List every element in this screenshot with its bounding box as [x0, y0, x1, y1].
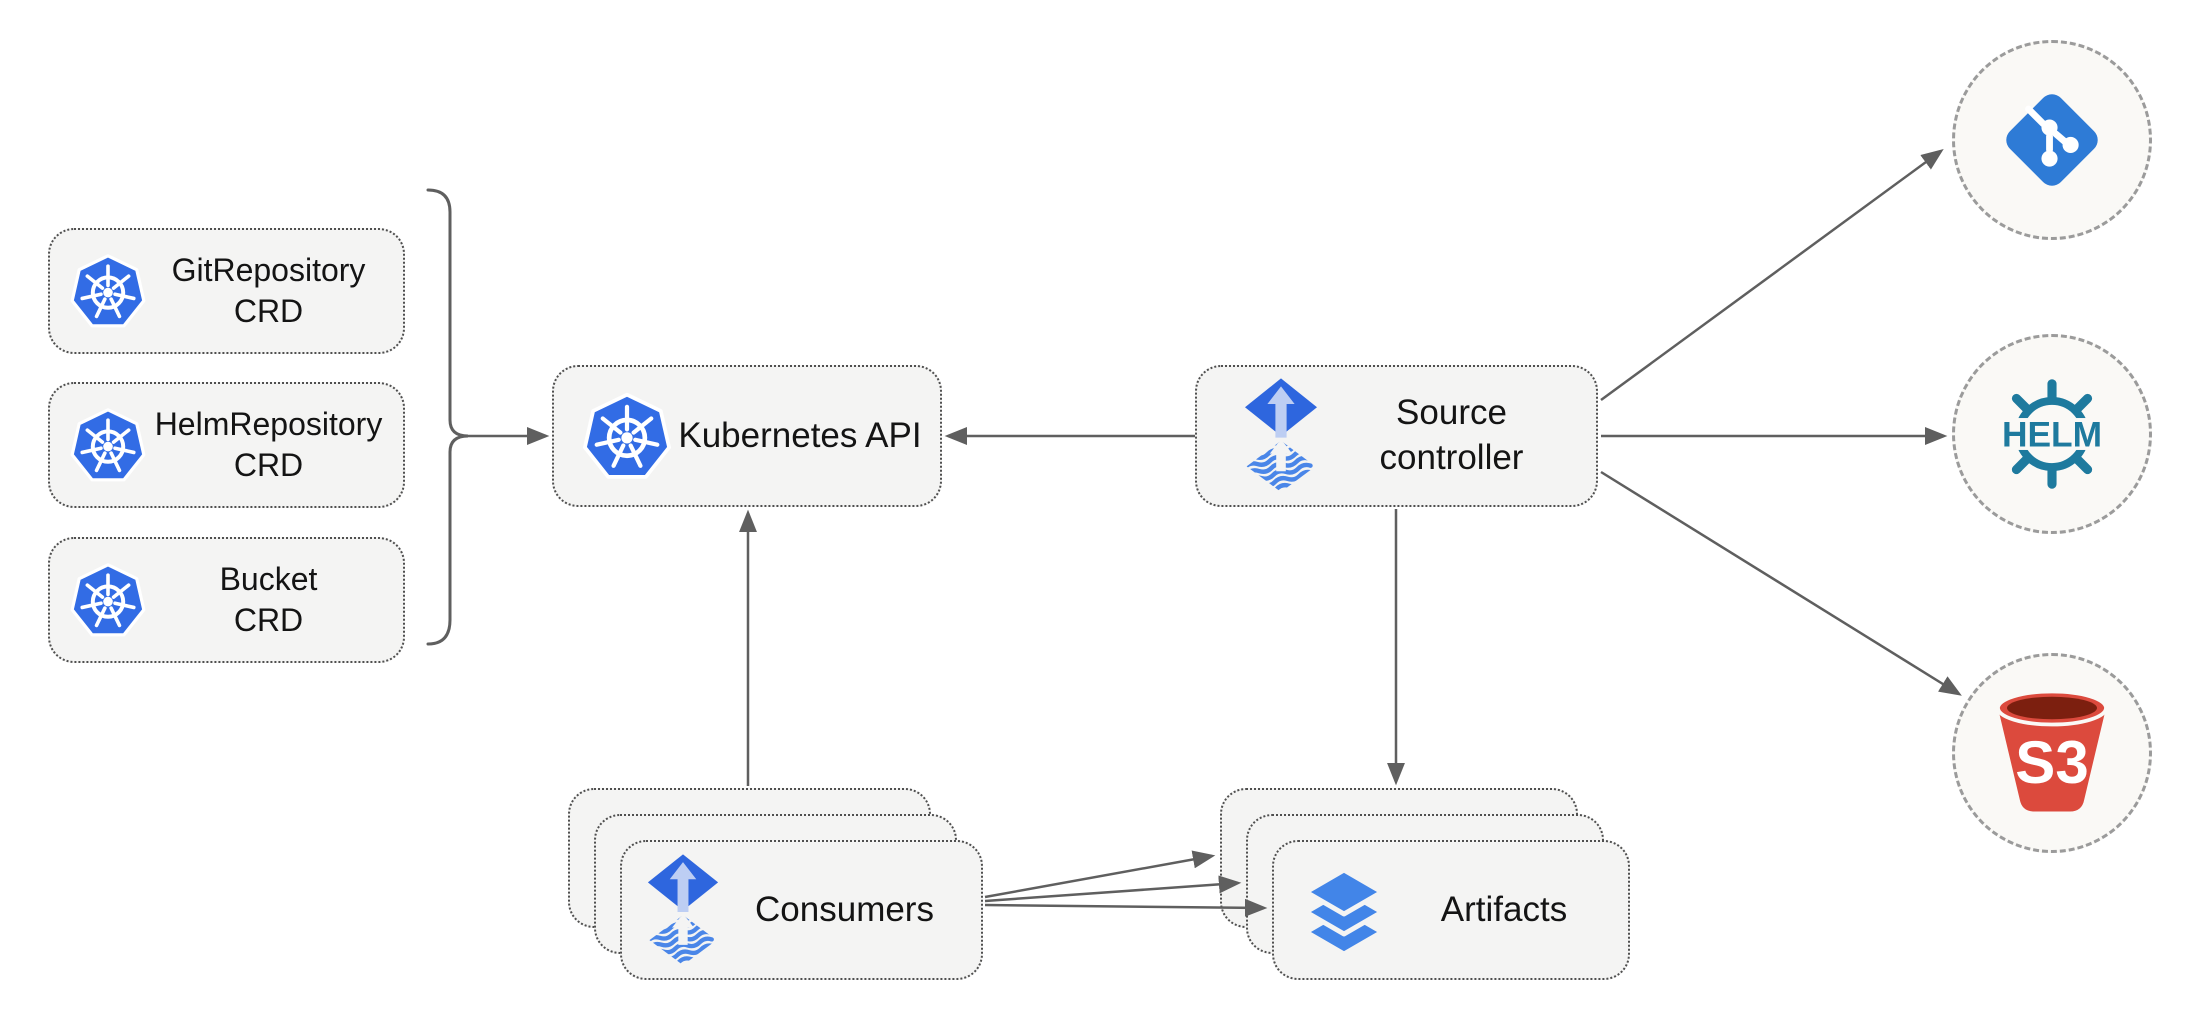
node-helm-source: HELM: [1952, 334, 2152, 534]
node-label: GitRepository CRD: [171, 252, 366, 329]
node-label: Bucket CRD: [219, 561, 318, 638]
git-icon: [2006, 94, 2098, 186]
kubernetes-icon: [70, 563, 146, 637]
kubernetes-icon: [70, 408, 146, 482]
node-artifacts: Artifacts: [1272, 840, 1630, 980]
node-source-controller: Source controller: [1195, 365, 1598, 507]
s3-bucket-icon: S3: [1996, 689, 2108, 812]
node-kubernetes-api: Kubernetes API: [552, 365, 942, 507]
node-label: Kubernetes API: [678, 415, 922, 455]
helm-icon: HELM: [1990, 379, 2114, 489]
kubernetes-icon: [583, 392, 671, 479]
node-label: Artifacts: [1440, 889, 1568, 929]
edge-source-controller-to-git: [1600, 149, 1944, 402]
helm-logo-text: HELM: [2002, 416, 2102, 455]
node-git-source: [1952, 40, 2152, 240]
node-label: Source controller: [1379, 393, 1524, 477]
node-gitrepository-crd: GitRepository CRD: [48, 228, 405, 354]
node-consumers: Consumers: [620, 840, 983, 980]
s3-logo-text: S3: [2015, 729, 2088, 796]
edge-source-controller-to-s3: [1600, 470, 1962, 696]
node-s3-source: S3: [1952, 653, 2152, 853]
node-bucket-crd: Bucket CRD: [48, 537, 405, 663]
layers-icon: [1303, 867, 1385, 957]
edge-consumers-to-artifacts-middle: [984, 875, 1242, 903]
edge-consumers-to-artifacts-back: [984, 850, 1216, 899]
node-helmrepository-crd: HelmRepository CRD: [48, 382, 405, 508]
node-label: Consumers: [755, 889, 934, 929]
edge-crds-bracket: [426, 188, 469, 646]
node-label: HelmRepository CRD: [154, 406, 383, 483]
flux-icon: [1245, 378, 1317, 492]
flux-icon: [647, 853, 719, 965]
kubernetes-icon: [70, 254, 146, 328]
